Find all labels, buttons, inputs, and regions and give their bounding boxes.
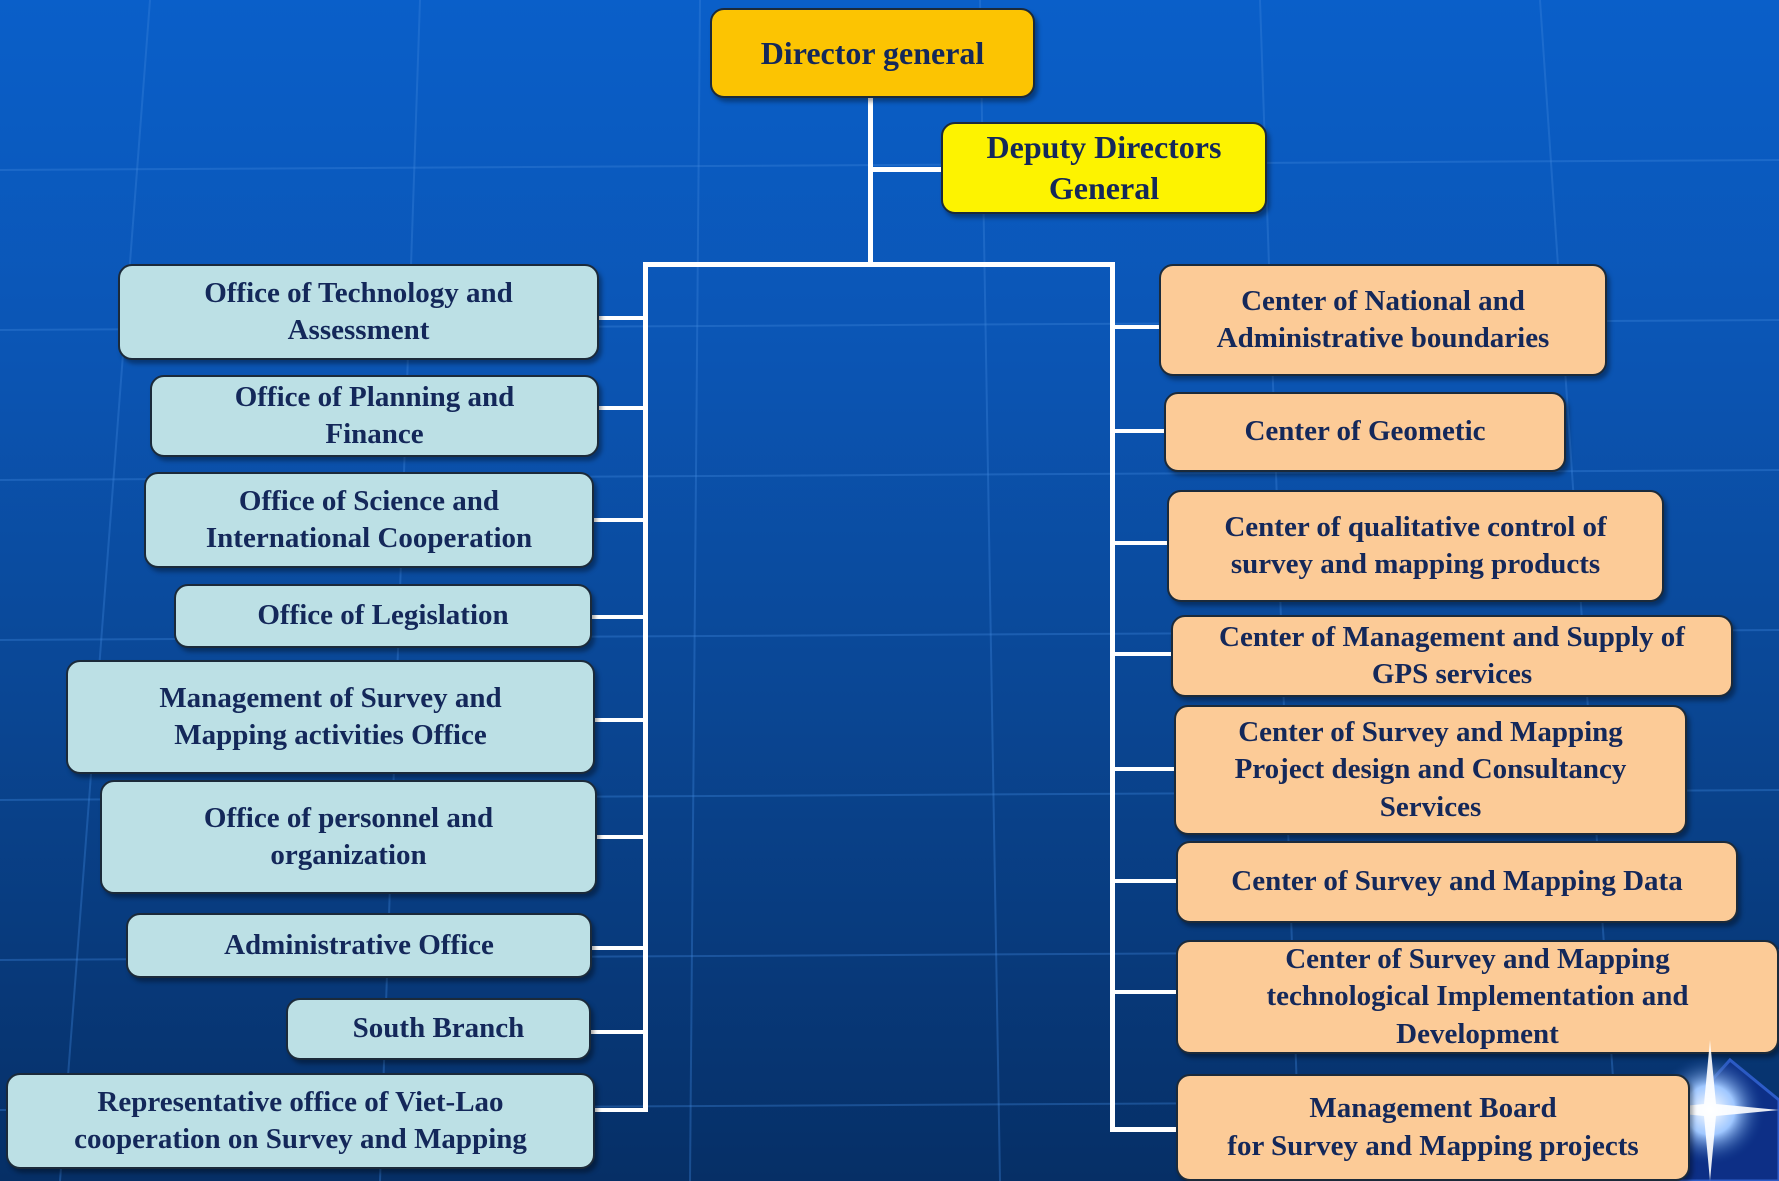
office-label-line: Finance (325, 418, 424, 450)
connector-left-branch (595, 835, 645, 839)
center-label-line: for Survey and Mapping projects (1227, 1129, 1639, 1162)
office-viet-lao-representative: Representative office of Viet-Lao coopera… (6, 1073, 595, 1169)
connector-right-branch (1113, 879, 1178, 883)
connector-left-branch (590, 1030, 645, 1034)
center-label-line: Development (1396, 1017, 1559, 1050)
office-label-line: cooperation on Survey and Mapping (74, 1123, 527, 1155)
office-label-line: Management of Survey and (159, 681, 502, 714)
office-label-line: Office of Legislation (257, 599, 509, 632)
center-label-line: Center of Management and Supply of (1219, 620, 1685, 653)
center-label-line: Center of National and (1241, 284, 1525, 317)
connector-director-trunk (868, 97, 873, 265)
connector-left-branch (593, 718, 645, 722)
connector-left-branch (597, 316, 645, 320)
deputy-label-line: Deputy Directors (986, 129, 1222, 166)
center-label-line: Center of Survey and Mapping Data (1231, 865, 1683, 898)
office-label-line: Assessment (287, 314, 430, 346)
connector-left-branch (590, 615, 645, 619)
office-label-line: Office of Science and (238, 484, 500, 517)
office-administrative: Administrative Office (126, 913, 592, 978)
connector-right-branch (1113, 767, 1175, 771)
connector-right-spine (1110, 262, 1115, 1132)
office-label-line: Office of Planning and (234, 380, 515, 413)
connector-right-branch (1113, 990, 1178, 994)
office-label-line: Mapping activities Office (174, 719, 487, 751)
office-label-line: South Branch (352, 1012, 525, 1045)
director-general-label: Director general (760, 34, 985, 71)
office-label-line: Office of personnel and (203, 801, 494, 834)
center-label-line: Administrative boundaries (1216, 322, 1550, 354)
center-label-line: Management Board (1309, 1092, 1557, 1125)
connector-left-spine (643, 262, 648, 1112)
center-label-line: Services (1379, 790, 1482, 823)
connector-left-branch (595, 1108, 645, 1112)
connector-right-branch (1113, 652, 1173, 656)
connector-horizontal-bar (643, 262, 1115, 267)
management-board-projects: Management Board for Survey and Mapping p… (1176, 1074, 1690, 1181)
connector-deputy (870, 167, 943, 172)
connector-left-branch (590, 946, 645, 950)
center-label-line: Center of Survey and Mapping (1285, 943, 1670, 976)
deputy-directors-box: Deputy Directors General (941, 122, 1267, 214)
center-technological-implementation: Center of Survey and Mapping technologica… (1176, 940, 1779, 1054)
center-gps-services: Center of Management and Supply of GPS se… (1171, 615, 1733, 697)
office-legislation: Office of Legislation (174, 584, 592, 648)
office-south-branch: South Branch (286, 998, 591, 1060)
center-label-line: Center of Survey and Mapping (1238, 716, 1623, 749)
connector-left-branch (597, 406, 645, 410)
center-survey-mapping-data: Center of Survey and Mapping Data (1176, 841, 1738, 923)
center-qualitative-control: Center of qualitative control of survey a… (1167, 490, 1664, 602)
center-label-line: Center of Geometic (1244, 415, 1486, 448)
center-label-line: Project design and Consultancy (1234, 753, 1627, 786)
office-label-line: Office of Technology and (204, 276, 513, 309)
connector-right-branch (1113, 325, 1161, 329)
office-label-line: International Cooperation (205, 522, 533, 554)
office-personnel-organization: Office of personnel and organization (100, 780, 597, 894)
deputy-label-line: General (1048, 170, 1160, 206)
center-label-line: technological Implementation and (1266, 980, 1689, 1013)
center-geometic: Center of Geometic (1164, 392, 1566, 472)
office-label-line: Representative office of Viet-Lao (97, 1085, 504, 1118)
connector-right-branch (1113, 429, 1166, 433)
director-general-box: Director general (710, 8, 1035, 98)
connector-left-branch (593, 518, 645, 522)
office-label-line: organization (270, 839, 427, 871)
connector-right-branch (1113, 1127, 1178, 1132)
office-label-line: Administrative Office (224, 928, 494, 961)
connector-right-branch (1113, 541, 1168, 545)
center-label-line: GPS services (1371, 658, 1533, 690)
center-label-line: survey and mapping products (1230, 548, 1601, 580)
center-label-line: Center of qualitative control of (1224, 510, 1607, 543)
